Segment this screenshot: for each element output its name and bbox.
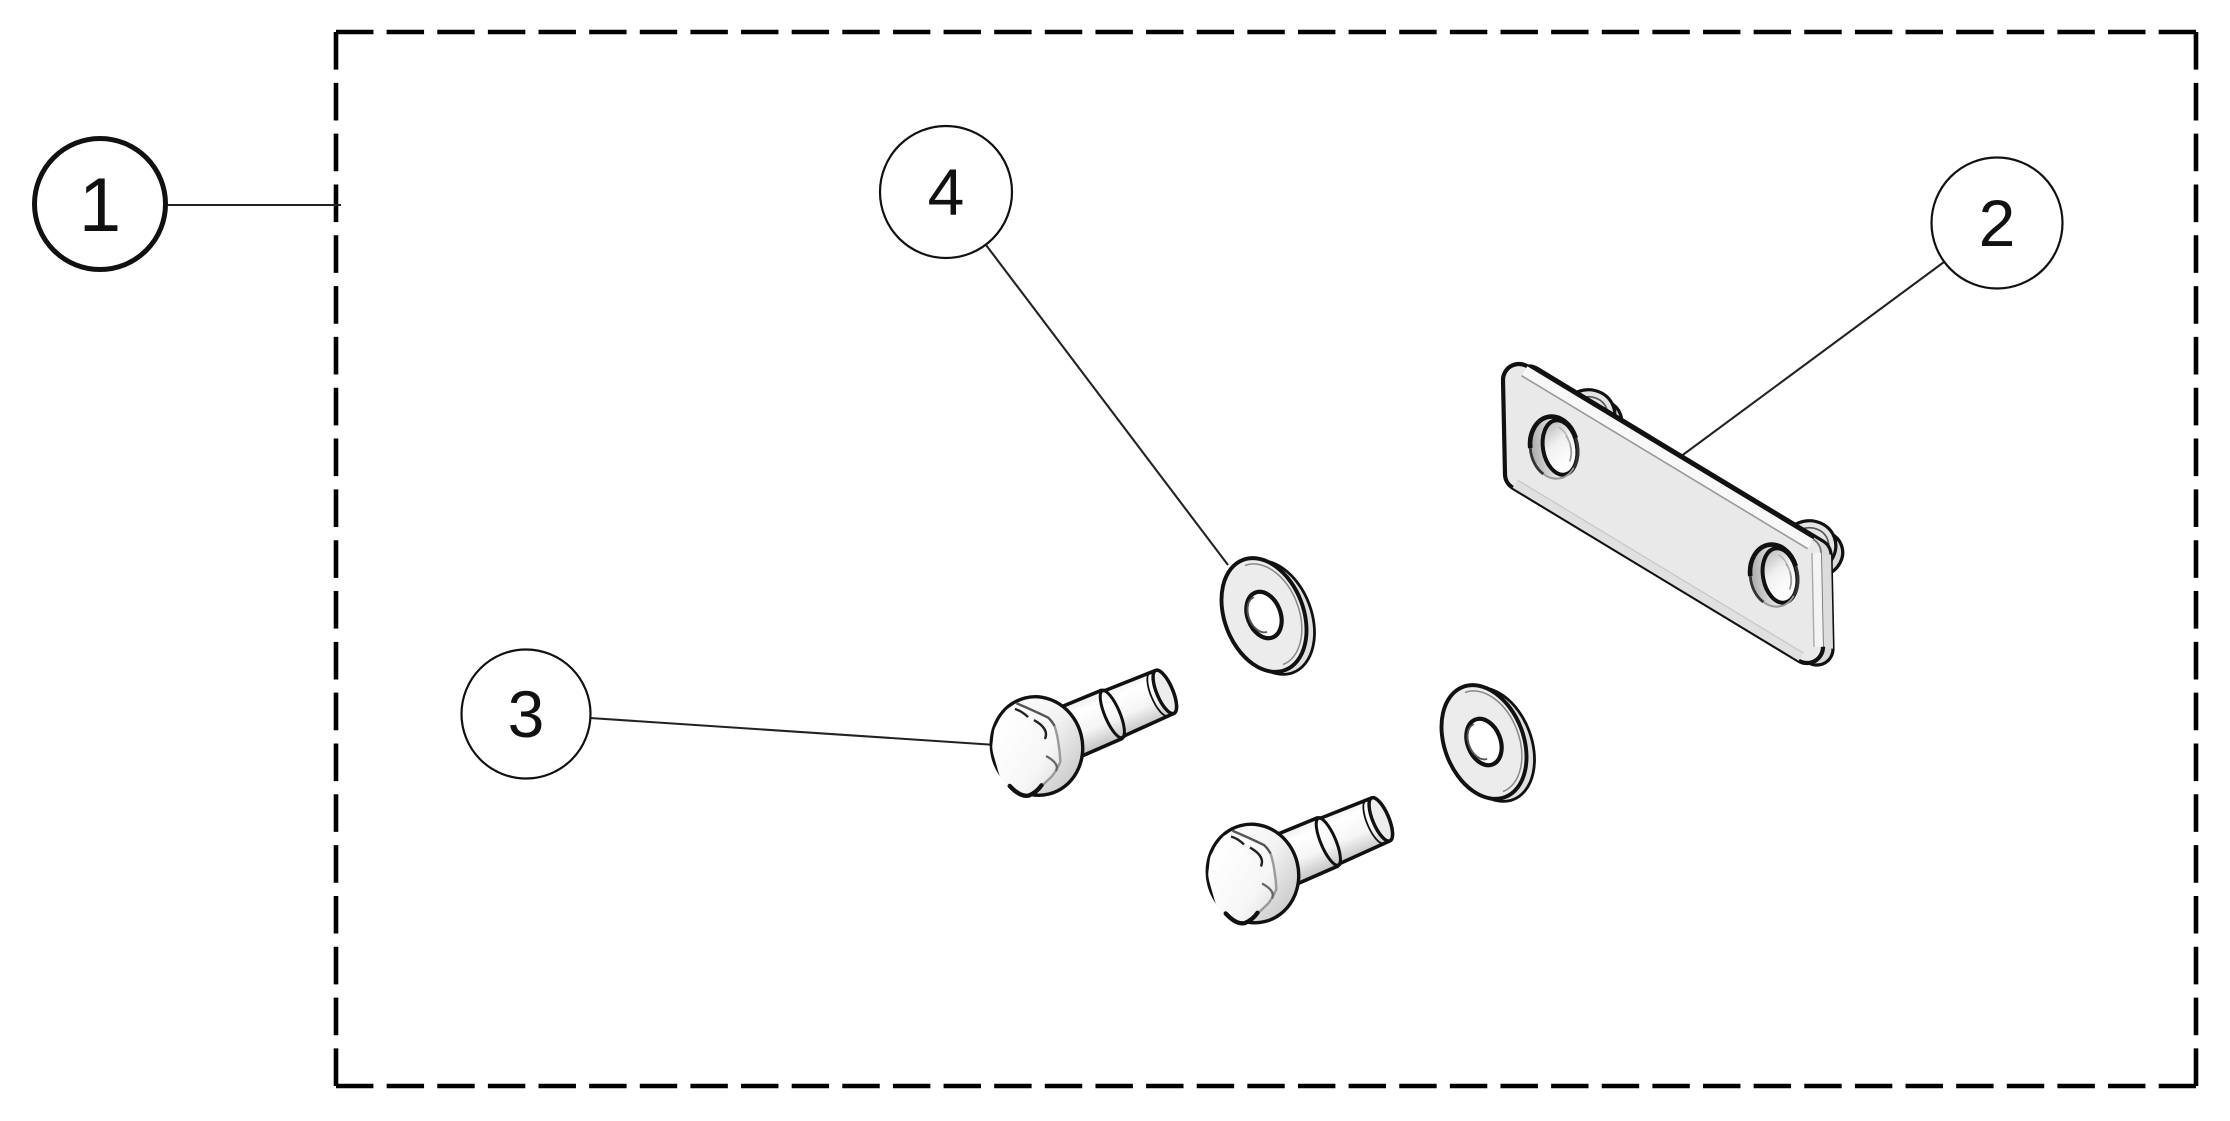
svg-text:3: 3 — [508, 677, 545, 751]
svg-text:1: 1 — [79, 163, 121, 248]
svg-text:4: 4 — [928, 155, 965, 229]
svg-text:2: 2 — [1979, 186, 2016, 260]
